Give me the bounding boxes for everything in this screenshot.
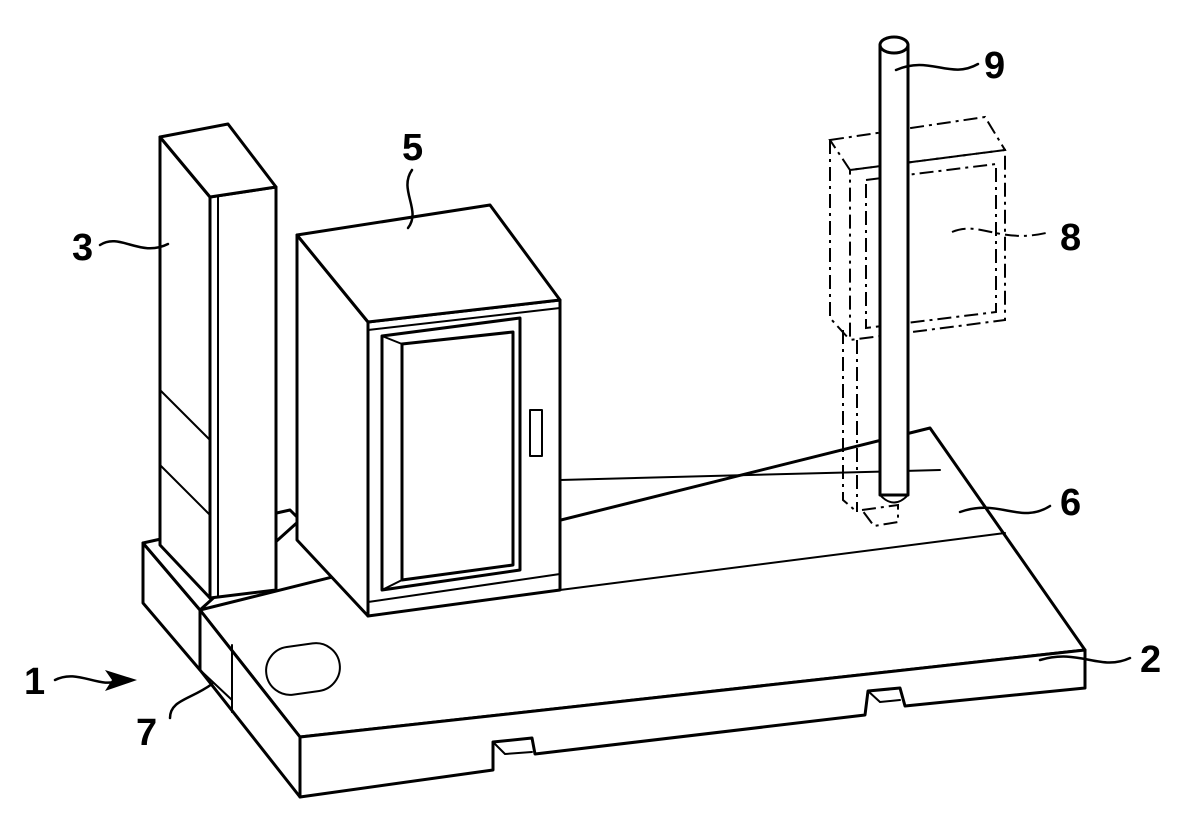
label-9: 9 — [984, 45, 1005, 87]
label-8: 8 — [1060, 217, 1081, 259]
door-handle — [529, 409, 543, 457]
label-5: 5 — [402, 127, 423, 169]
base-plate — [198, 426, 1087, 799]
leader-lines — [53, 62, 1132, 720]
arrow-head — [105, 670, 137, 691]
tall-cabinet — [158, 122, 278, 600]
label-7: 7 — [136, 712, 157, 754]
control-cabinet — [295, 203, 562, 618]
label-3: 3 — [72, 227, 93, 269]
pole — [878, 35, 910, 504]
label-6: 6 — [1060, 482, 1081, 524]
oval-recess — [265, 642, 341, 696]
label-2: 2 — [1140, 639, 1161, 681]
mounted-box — [828, 115, 1007, 528]
labels: 9 5 3 8 6 2 1 7 — [24, 45, 1161, 754]
label-1: 1 — [24, 661, 45, 703]
